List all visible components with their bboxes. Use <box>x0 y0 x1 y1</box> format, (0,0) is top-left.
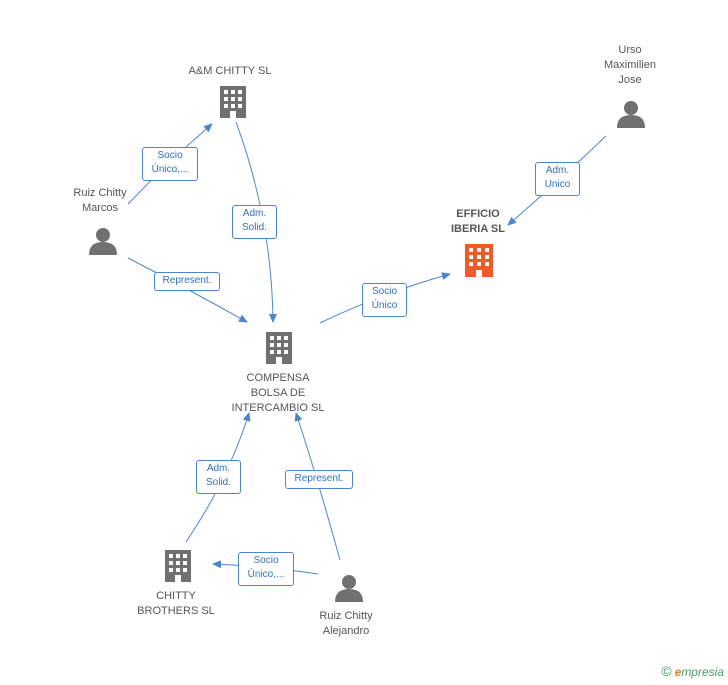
node-label-compensa[interactable]: COMPENSA BOLSA DE INTERCAMBIO SL <box>231 372 325 414</box>
node-label-urso[interactable]: Urso Maximilien Jose <box>604 44 656 86</box>
person-icon <box>89 228 117 255</box>
edge-label-am-compensa: Adm. Solid. <box>232 205 277 239</box>
brand-logo-initial: e <box>674 665 682 679</box>
person-icon <box>617 101 645 128</box>
node-label-ruiz-marcos[interactable]: Ruiz Chitty Marcos <box>73 187 127 214</box>
edge-label-marcos-am: Socio Único,... <box>142 147 198 181</box>
node-label-am-chitty[interactable]: A&M CHITTY SL <box>188 65 272 77</box>
node-label-efficio[interactable]: EFFICIO IBERIA SL <box>451 208 505 235</box>
edge-label-brothers-compensa: Adm. Solid. <box>196 460 241 494</box>
person-icon <box>335 575 363 602</box>
edge-label-alejandro-compensa: Represent. <box>285 470 353 489</box>
building-icon <box>165 550 191 582</box>
building-icon <box>266 332 292 364</box>
brand-watermark: ©empresia <box>661 663 724 679</box>
node-label-ruiz-alejandro[interactable]: Ruiz Chitty Alejandro <box>319 610 373 637</box>
brand-logo: empresia <box>675 665 724 679</box>
edge-label-urso-efficio: Adm. Unico <box>535 162 580 196</box>
edge-label-marcos-compensa: Represent. <box>154 272 220 291</box>
building-icon <box>220 86 246 118</box>
node-label-chitty-brothers[interactable]: CHITTY BROTHERS SL <box>137 590 215 617</box>
edge-label-alejandro-brothers: Socio Único,... <box>238 552 294 586</box>
brand-logo-text: mpresia <box>681 665 724 679</box>
building-focus-icon <box>465 244 493 277</box>
edge-label-compensa-efficio: Socio Único <box>362 283 407 317</box>
copyright-icon: © <box>661 663 672 679</box>
